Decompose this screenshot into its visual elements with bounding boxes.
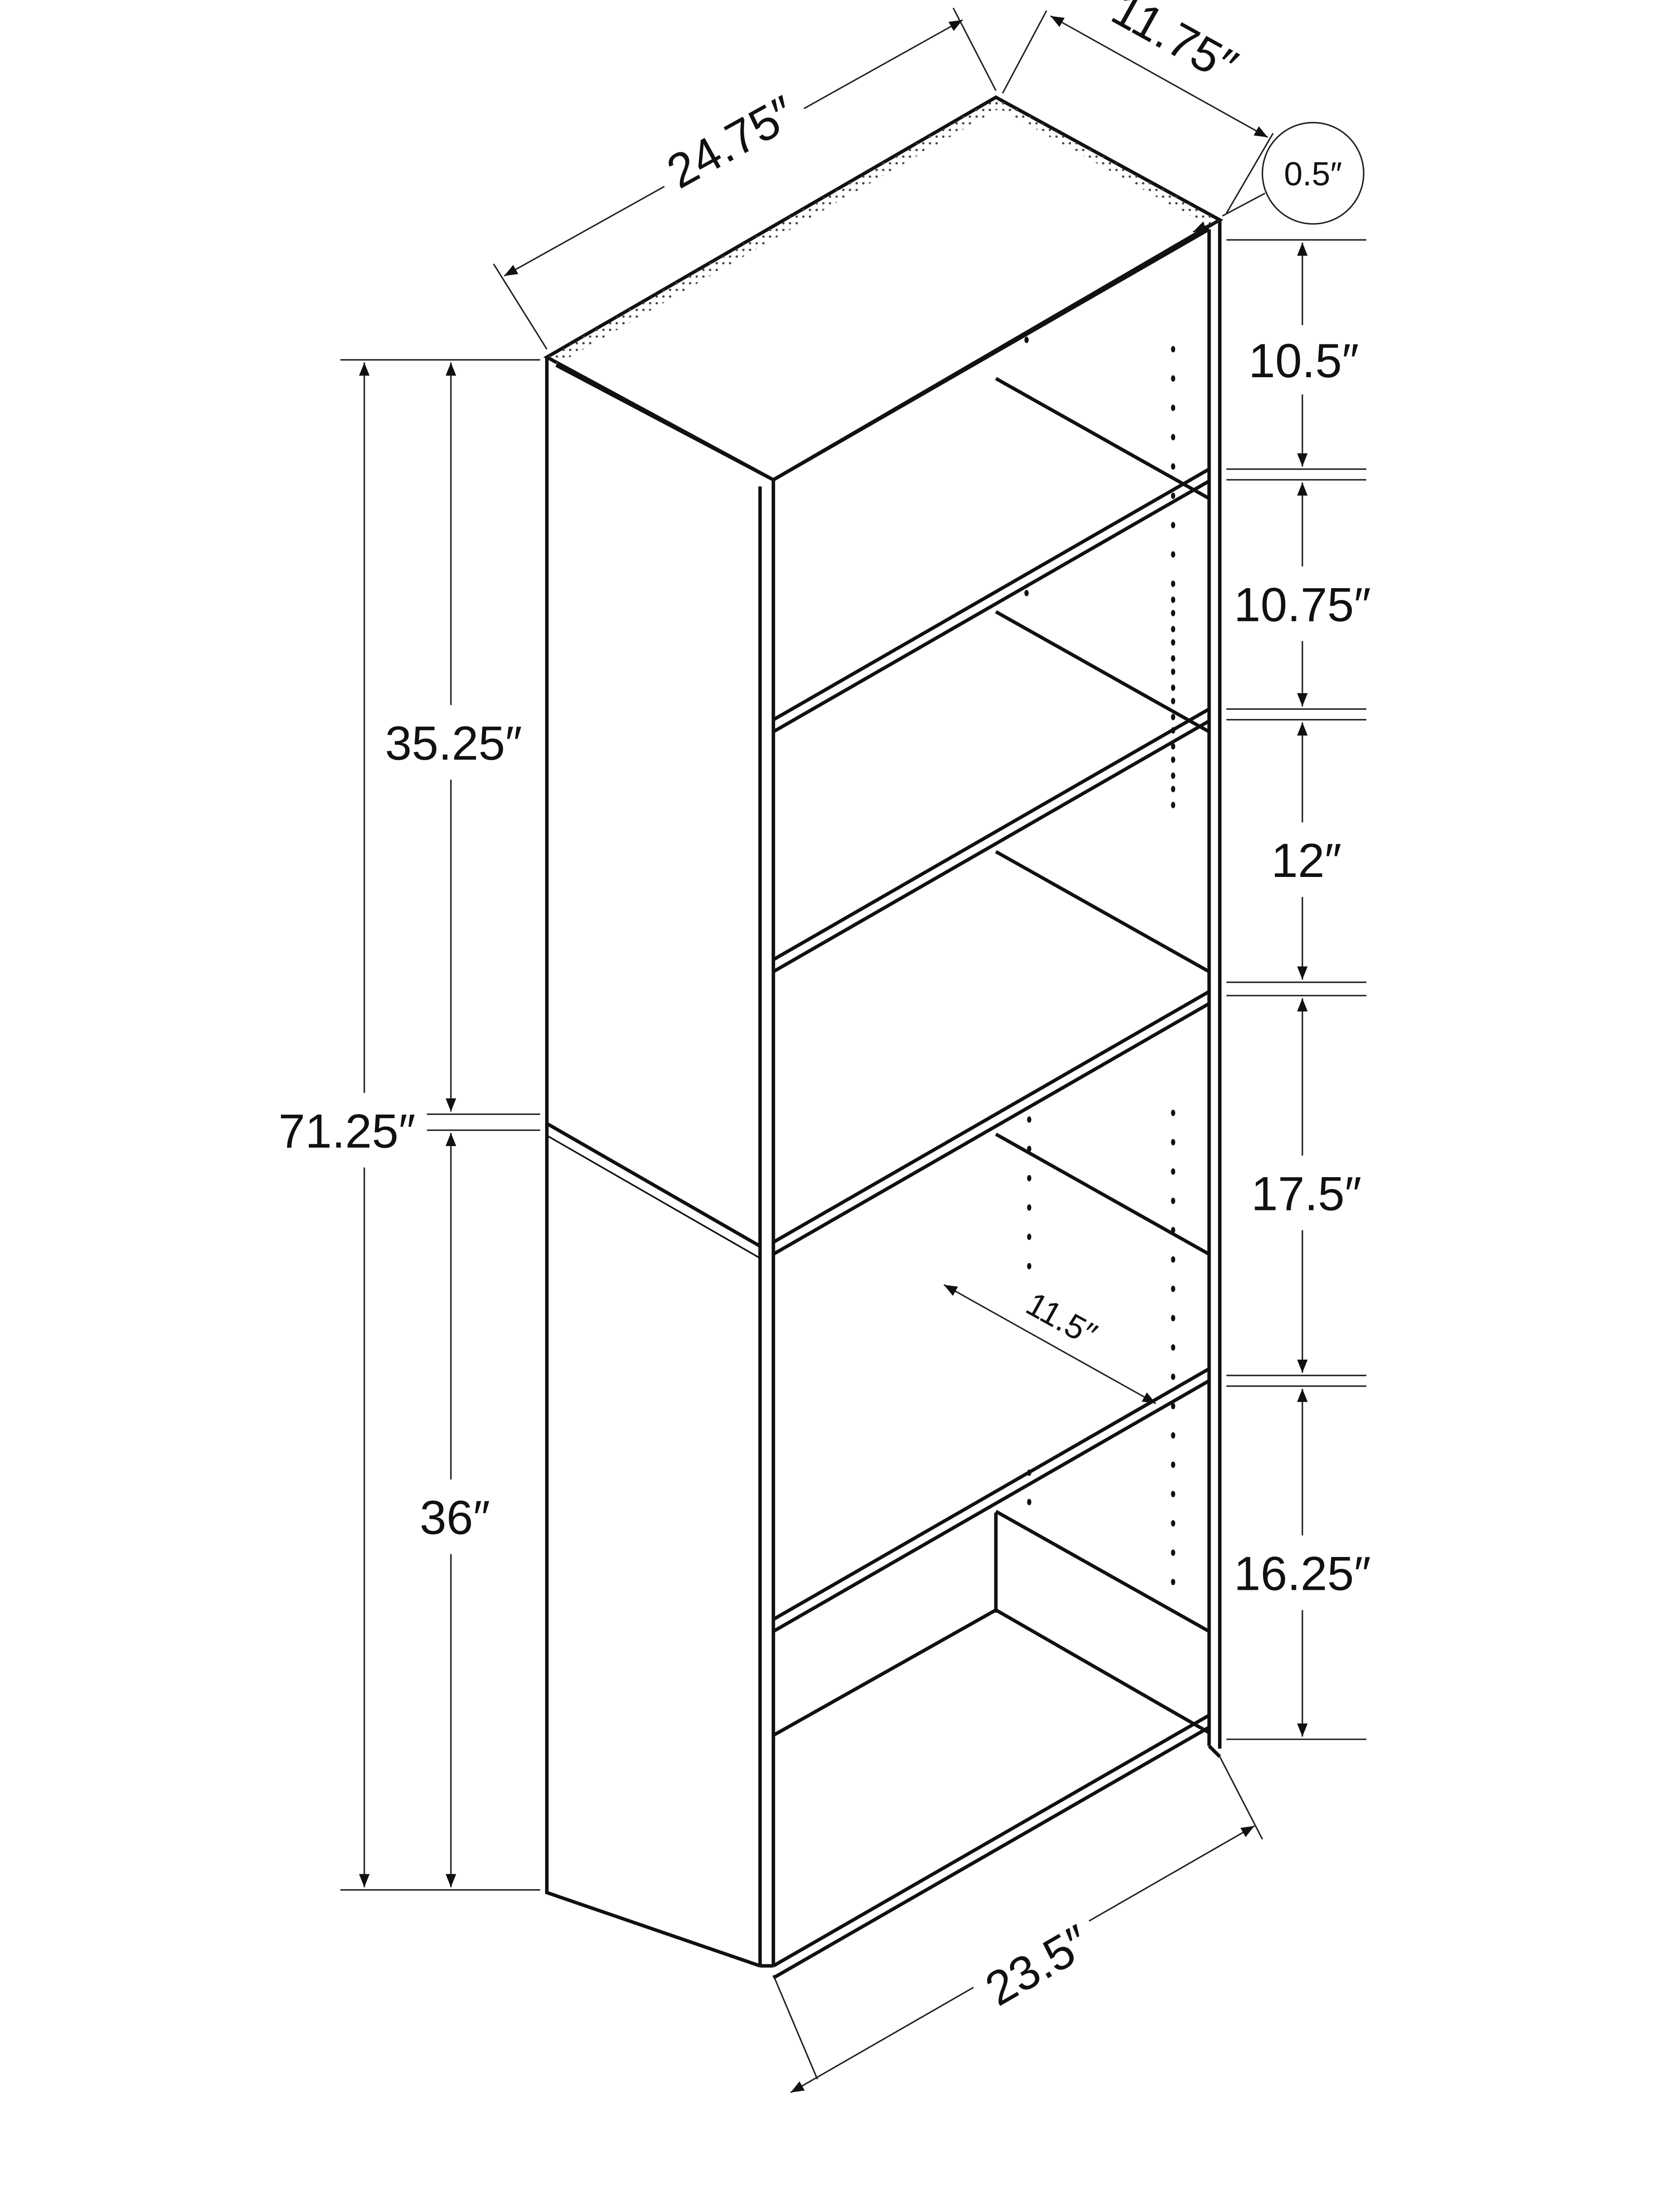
pin-hole	[1171, 727, 1176, 734]
pin-hole	[1027, 1146, 1032, 1152]
pin-hole	[1171, 655, 1176, 662]
pin-hole	[1171, 626, 1176, 632]
pin-hole	[1171, 492, 1176, 499]
shelf	[772, 467, 1210, 733]
pin-hole	[1171, 802, 1176, 808]
back-edge	[995, 1510, 1210, 1633]
pin-hole	[1171, 1139, 1176, 1146]
pin-hole	[1171, 785, 1176, 792]
pin-hole	[1027, 1469, 1032, 1476]
pin-hole	[1171, 522, 1176, 529]
pin-hole	[1171, 1256, 1176, 1263]
callout-circle	[1261, 122, 1365, 225]
pin-hole	[1027, 1499, 1032, 1505]
pin-hole	[1171, 1197, 1176, 1204]
pin-hole	[1171, 1168, 1176, 1175]
back-edge	[995, 377, 1210, 500]
pin-hole	[1171, 1344, 1176, 1351]
pin-hole	[1171, 772, 1176, 779]
pin-hole	[1027, 1263, 1032, 1269]
shelf	[772, 1367, 1210, 1633]
pin-hole	[1171, 639, 1176, 646]
pin-hole	[1171, 1549, 1176, 1556]
pin-hole	[1171, 596, 1176, 603]
pin-hole	[1024, 590, 1029, 596]
back-edge	[995, 610, 1210, 733]
label-shelf-gap-3: 12″	[1271, 834, 1342, 887]
pin-hole	[1171, 375, 1176, 382]
label-shelf-gap-1: 10.5″	[1249, 334, 1359, 388]
bookcase-outline	[543, 95, 1224, 1968]
top-edge-banding-right	[996, 97, 1220, 227]
pin-hole	[1171, 1520, 1176, 1527]
label-overall-width: 24.75″	[658, 86, 804, 199]
label-lower-section-height: 36″	[420, 1491, 490, 1545]
back-edge	[995, 1133, 1210, 1256]
pin-hole	[1171, 1285, 1176, 1292]
label-shelf-gap-4: 17.5″	[1251, 1167, 1362, 1220]
shelf	[772, 228, 1210, 500]
left-side-panel	[545, 357, 761, 1968]
back-edge	[995, 850, 1210, 973]
pin-hole	[1027, 1204, 1032, 1211]
pin-hole	[1171, 1109, 1176, 1116]
shelves	[772, 228, 1210, 1980]
pin-hole	[1171, 684, 1176, 691]
pin-hole	[1027, 1234, 1032, 1240]
pin-hole	[1171, 1227, 1176, 1234]
pin-hole	[1171, 434, 1176, 441]
pin-hole	[1171, 743, 1176, 750]
pin-hole	[1171, 668, 1176, 675]
label-overall-height: 71.25″	[279, 1105, 416, 1158]
pin-hole	[1171, 1432, 1176, 1439]
label-inner-width: 23.5″	[976, 1915, 1099, 2016]
label-shelf-gap-2: 10.75″	[1234, 578, 1371, 631]
shelf	[772, 1714, 1210, 1980]
pin-hole	[1171, 580, 1176, 587]
dimension-lines	[340, 7, 1367, 2093]
pin-hole	[1171, 1403, 1176, 1410]
label-panel-thickness: 0.5″	[1284, 155, 1342, 193]
pin-hole	[1171, 1490, 1176, 1497]
shelf	[772, 990, 1210, 1256]
bookcase-dimension-diagram: 24.75″ 11.75″ 0.5″ 10.5″ 10.75″ 12″ 17.5…	[279, 0, 1371, 2093]
label-shelf-gap-5: 16.25″	[1234, 1547, 1371, 1601]
pin-hole	[1171, 756, 1176, 763]
pin-hole	[1171, 698, 1176, 705]
pin-hole	[1171, 1315, 1176, 1322]
pin-hole	[1171, 714, 1176, 720]
diagram-canvas: 24.75″ 11.75″ 0.5″ 10.5″ 10.75″ 12″ 17.5…	[279, 0, 1371, 2093]
pin-hole	[1171, 610, 1176, 617]
section-joint	[546, 1122, 761, 1248]
label-upper-section-height: 35.25″	[385, 717, 522, 770]
pin-hole	[1171, 1373, 1176, 1380]
pin-hole	[1171, 1461, 1176, 1468]
pin-hole	[1171, 463, 1176, 470]
shelf-pin-holes	[1024, 337, 1176, 1585]
pin-hole	[1024, 337, 1029, 343]
pin-hole	[1171, 1578, 1176, 1585]
shelf	[772, 707, 1210, 973]
pin-hole	[1027, 1175, 1032, 1182]
label-overall-depth: 11.75″	[1103, 0, 1246, 93]
pin-hole	[1027, 1116, 1032, 1123]
dimension-labels: 24.75″ 11.75″ 0.5″ 10.5″ 10.75″ 12″ 17.5…	[279, 0, 1371, 2023]
pin-hole	[1171, 551, 1176, 558]
pin-hole	[1171, 346, 1176, 353]
pin-hole	[1171, 404, 1176, 411]
label-shelf-depth: 11.5″	[1020, 1285, 1102, 1354]
